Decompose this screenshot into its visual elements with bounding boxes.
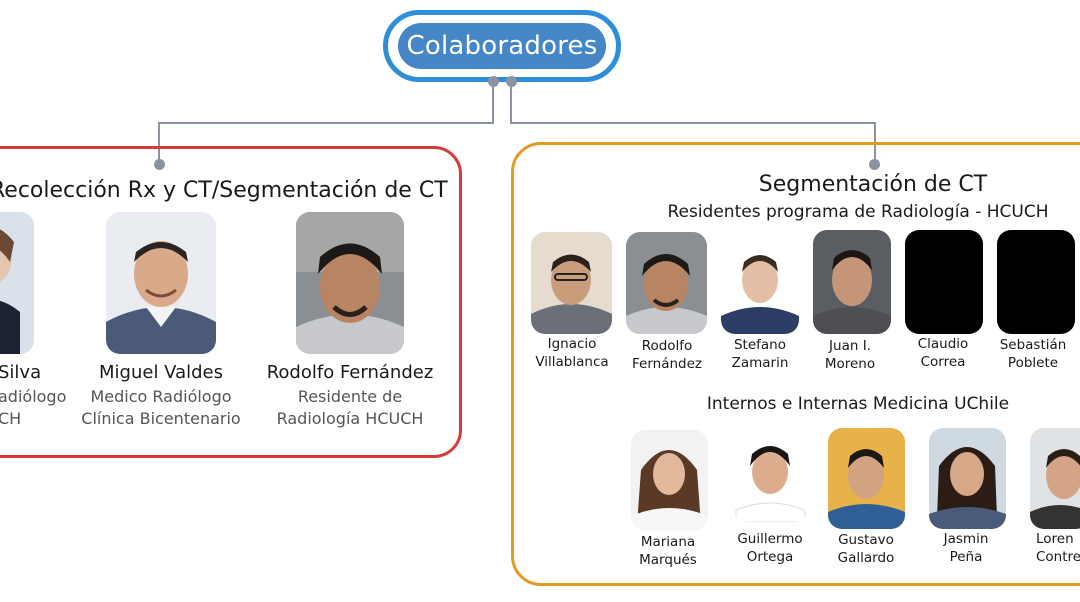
intern-photo xyxy=(1030,428,1080,529)
resident-photo xyxy=(626,232,707,334)
intern-photo xyxy=(631,430,708,531)
member-name: Rodolfo Fernández xyxy=(266,362,434,383)
intern-first-name: Jasmin xyxy=(943,531,989,547)
resident-last-name: Moreno xyxy=(824,356,876,372)
member-role: Medico Radiólogo xyxy=(90,387,232,406)
connector-line xyxy=(158,122,160,162)
group-recoleccion xyxy=(0,146,462,458)
resident-last-name: Zamarin xyxy=(731,355,789,371)
diagram-title: Colaboradores xyxy=(398,23,606,69)
member-photo xyxy=(106,212,216,354)
resident-first-name: Rodolfo xyxy=(641,338,693,354)
connector-line xyxy=(492,86,494,123)
resident-first-name: Sebastián xyxy=(999,337,1067,353)
intern-last-name: Gallardo xyxy=(837,550,895,566)
group-title-left: Recolección Rx y CT/Segmentación de CT xyxy=(0,178,448,203)
member-name: Miguel Valdes xyxy=(99,362,223,383)
intern-first-name: Guillermo xyxy=(737,531,803,547)
member-role: Radiología HCUCH xyxy=(276,409,424,428)
connector-line xyxy=(510,122,876,124)
group-segmentacion xyxy=(511,142,1080,586)
resident-photo-placeholder xyxy=(905,230,983,334)
intern-photo xyxy=(929,428,1006,529)
intern-last-name: Marqués xyxy=(639,552,697,568)
resident-first-name: Claudio xyxy=(917,336,969,352)
intern-first-name: Gustavo xyxy=(838,532,894,548)
member-role: CH xyxy=(0,409,22,428)
resident-first-name: Juan I. xyxy=(829,338,871,354)
member-name: Silva xyxy=(0,362,42,383)
intern-first-name: Loren xyxy=(1036,531,1074,547)
intern-photo xyxy=(828,428,905,529)
intern-photo xyxy=(732,430,809,522)
connector-dot-left-top xyxy=(488,76,499,87)
connector-line xyxy=(158,122,494,124)
resident-photo xyxy=(721,232,799,334)
connector-line xyxy=(510,86,512,123)
intern-first-name: Mariana xyxy=(640,534,696,550)
connector-dot-right-top xyxy=(506,76,517,87)
intern-last-name: Peña xyxy=(949,549,983,565)
resident-first-name: Ignacio xyxy=(547,336,597,352)
resident-last-name: Correa xyxy=(920,354,966,370)
connector-dot-left-group xyxy=(154,159,165,170)
residents-title: Residentes programa de Radiología - HCUC… xyxy=(667,202,1049,222)
intern-last-name: Contre xyxy=(1036,549,1080,565)
group-title-right: Segmentación de CT xyxy=(758,172,988,197)
resident-last-name: Poblete xyxy=(1007,355,1059,371)
member-role: adiólogo xyxy=(0,387,67,406)
intern-last-name: Ortega xyxy=(746,549,794,565)
member-role: Clínica Bicentenario xyxy=(81,409,241,428)
resident-photo xyxy=(531,232,612,334)
resident-first-name: Stefano xyxy=(733,337,786,353)
resident-photo xyxy=(813,230,891,334)
member-photo xyxy=(0,212,34,354)
member-role: Residente de xyxy=(297,387,403,406)
member-photo xyxy=(296,212,404,354)
connector-dot-right-group xyxy=(869,159,880,170)
resident-last-name: Villablanca xyxy=(535,354,609,370)
resident-last-name: Fernández xyxy=(632,356,702,372)
interns-title: Internos e Internas Medicina UChile xyxy=(706,394,1010,414)
resident-photo-placeholder xyxy=(997,230,1075,334)
